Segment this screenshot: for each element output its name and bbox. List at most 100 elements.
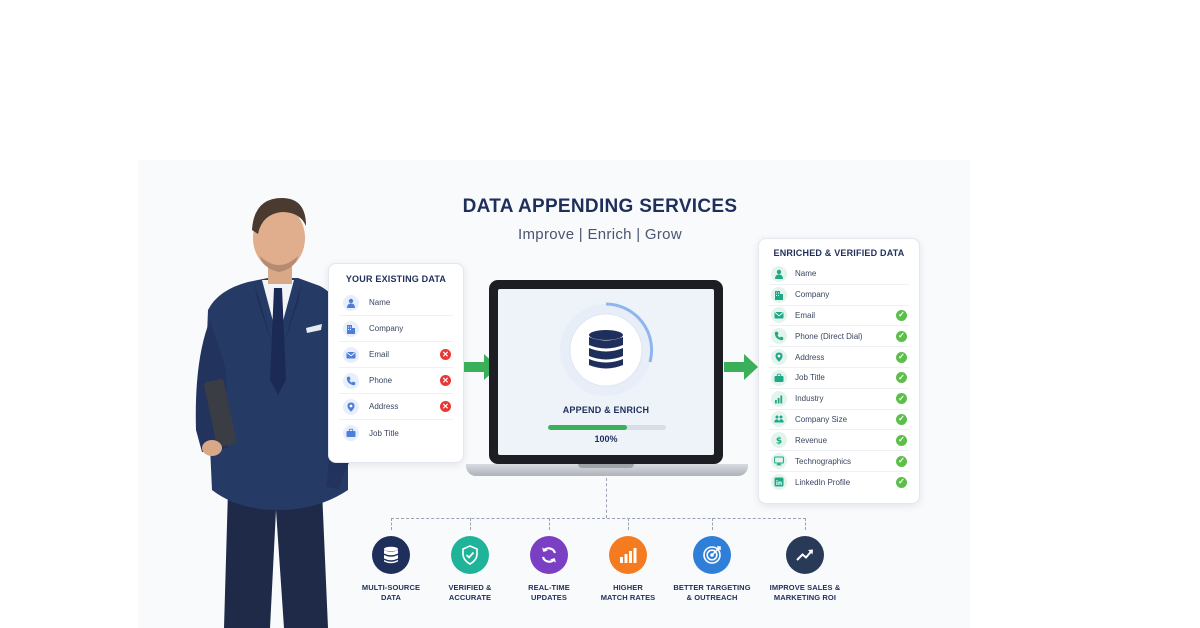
connector-line [470,518,471,530]
connector-line [391,518,392,530]
database-icon [372,536,410,574]
verified-check-icon: ✓ [896,393,907,405]
existing-data-row: Name [339,290,453,316]
feature-item: HIGHER MATCH RATES [583,536,673,603]
connector-line [606,478,607,518]
feature-label: BETTER TARGETING & OUTREACH [673,583,751,602]
verified-check-icon: ✓ [896,413,907,425]
existing-data-row-label: Address [369,402,399,411]
envelope-icon [343,346,359,363]
laptop-notch [578,464,634,468]
existing-data-row-label: Email [369,350,390,359]
feature-item: BETTER TARGETING & OUTREACH [667,536,757,603]
enriched-data-row-label: LinkedIn Profile [795,477,851,487]
connector-line [712,518,713,530]
laptop-base [466,464,748,476]
verified-check-icon: ✓ [896,455,907,467]
existing-data-row-label: Phone [369,376,393,385]
location-pin-icon [771,349,787,366]
enriched-data-row: Name [769,264,909,285]
enriched-data-row-label: Revenue [795,435,828,445]
enriched-data-row: Email ✓ [769,306,909,327]
enriched-data-row-label: Name [795,269,817,279]
svg-text:in: in [776,480,782,487]
progress-bar-fill [548,425,628,430]
feature-label: REAL-TIME UPDATES [528,583,570,602]
feature-label: IMPROVE SALES & MARKETING ROI [769,583,841,602]
feature-item: VERIFIED & ACCURATE [425,536,515,603]
enriched-data-row: Job Title ✓ [769,368,909,389]
existing-data-row: Address✕ [339,394,453,420]
feature-label: VERIFIED & ACCURATE [448,583,492,602]
monitor-icon [771,453,787,470]
existing-data-row-label: Job Title [369,428,399,438]
bar-chart-icon [609,536,647,574]
connector-line [628,518,629,530]
enriched-data-row: Company [769,285,909,306]
feature-item: IMPROVE SALES & MARKETING ROI [760,536,850,603]
enriched-data-row: Technographics ✓ [769,451,909,472]
enriched-data-row-label: Company [795,290,830,300]
existing-data-row-label: Name [369,298,391,307]
enriched-data-row-label: Email [795,310,816,320]
page-title: DATA APPENDING SERVICES [462,196,738,217]
location-pin-icon [343,398,359,415]
businessman-illustration [195,198,355,628]
existing-data-row-label: Company [369,324,404,333]
people-icon [771,411,787,428]
missing-x-icon: ✕ [440,349,451,360]
enriched-data-row: Company Size ✓ [769,410,909,431]
enriched-data-row: Industry ✓ [769,389,909,410]
existing-data-row: Email ✕ [339,342,453,368]
phone-icon [343,372,359,389]
connector-line [805,518,806,530]
phone-icon [771,328,787,345]
verified-check-icon: ✓ [896,372,907,384]
briefcase-icon [343,425,359,441]
existing-data-row: Phone ✕ [339,368,453,394]
enriched-data-row-label: Company Size [795,414,848,424]
connector-line [391,518,806,519]
arrow-right-icon [724,354,758,380]
envelope-icon [771,307,787,324]
feature-item: MULTI-SOURCE DATA [346,536,436,603]
enriched-data-row: Phone (Direct Dial) ✓ [769,326,909,348]
refresh-icon [530,536,568,574]
enriched-data-row-label: Technographics [795,456,852,466]
verified-check-icon: ✓ [896,351,907,363]
svg-text:$: $ [776,437,782,446]
page-subtitle: Improve | Enrich | Grow [518,226,682,243]
progress-percent: 100% [594,434,618,444]
shield-check-icon [451,536,489,574]
enriched-data-row-label: Industry [795,394,824,404]
enriched-data-row: $ Revenue ✓ [769,430,909,452]
linkedin-icon: in [771,474,787,491]
missing-x-icon: ✕ [440,375,451,386]
briefcase-icon [771,369,787,386]
person-icon [771,265,787,282]
existing-data-row: Company [339,316,453,342]
process-label: APPEND & ENRICH [562,405,650,415]
feature-label: MULTI-SOURCE DATA [361,583,421,602]
database-icon [560,302,654,396]
feature-label: HIGHER MATCH RATES [600,583,656,602]
dollar-icon: $ [771,432,787,449]
connector-line [549,518,550,530]
enriched-data-row-label: Job Title [795,373,825,383]
enriched-data-title: ENRICHED & VERIFIED DATA [773,248,905,258]
building-icon [343,320,359,337]
verified-check-icon: ✓ [896,309,907,321]
person-icon [343,294,359,311]
verified-check-icon: ✓ [896,434,907,446]
enriched-data-row-label: Phone (Direct Dial) [795,331,863,341]
existing-data-title: YOUR EXISTING DATA [345,274,447,284]
verified-check-icon: ✓ [896,330,907,342]
feature-item: REAL-TIME UPDATES [504,536,594,603]
enriched-data-row: Address✓ [769,347,909,368]
bar-chart-icon [771,390,787,407]
building-icon [771,286,787,303]
